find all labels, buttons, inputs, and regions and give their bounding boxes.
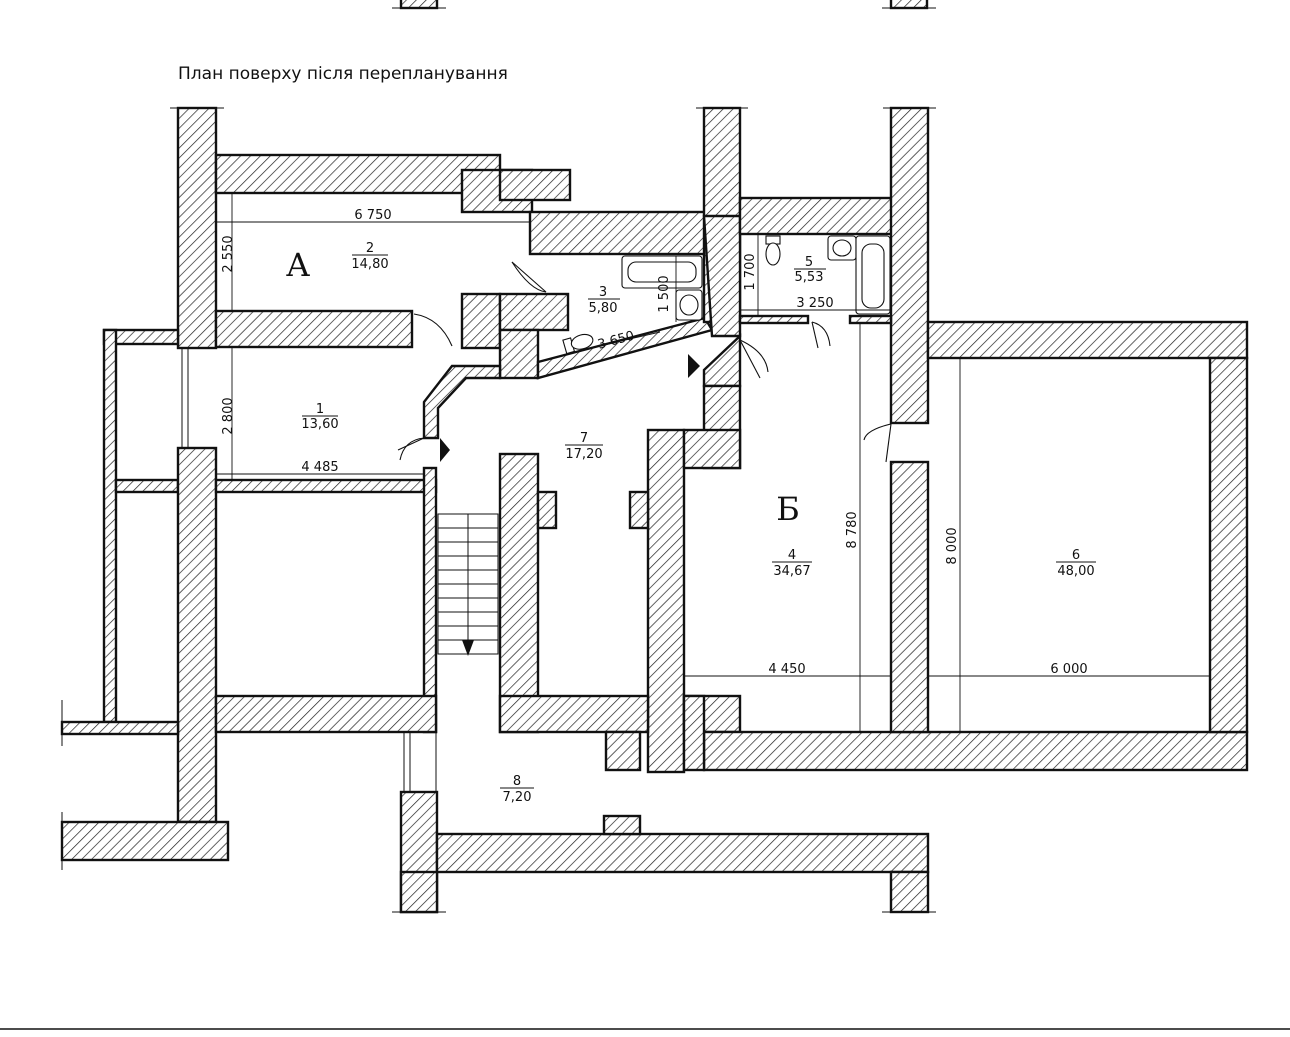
wall-room2-top bbox=[214, 153, 502, 195]
wall-room4-room6 bbox=[889, 460, 930, 734]
dim-8000: 8 000 bbox=[945, 527, 960, 564]
svg-text:13,60: 13,60 bbox=[301, 417, 338, 432]
staircase bbox=[437, 513, 499, 656]
door-room1 bbox=[399, 437, 425, 461]
wall-room6-top bbox=[926, 320, 1249, 360]
svg-text:7,20: 7,20 bbox=[503, 790, 532, 805]
dim-3250: 3 250 bbox=[796, 296, 833, 311]
wall-room1-bottom bbox=[214, 478, 438, 494]
svg-text:17,20: 17,20 bbox=[565, 447, 602, 462]
toilet-icon bbox=[562, 333, 594, 355]
wall-left-upper bbox=[176, 106, 218, 350]
room-label-1: 1 13,60 bbox=[301, 402, 338, 432]
svg-text:48,00: 48,00 bbox=[1057, 564, 1094, 579]
entrance-arrow-right-icon bbox=[688, 354, 700, 378]
svg-text:5,53: 5,53 bbox=[795, 270, 824, 285]
dim-6000: 6 000 bbox=[1050, 662, 1087, 677]
room-label-2: 2 14,80 bbox=[351, 241, 388, 272]
dim-2550: 2 550 bbox=[221, 235, 236, 272]
dim-2800: 2 800 bbox=[221, 397, 236, 434]
walls bbox=[60, 106, 1249, 914]
wall-room6-right bbox=[1208, 356, 1249, 734]
dim-8780: 8 780 bbox=[845, 511, 860, 548]
svg-text:34,67: 34,67 bbox=[773, 564, 810, 579]
dimension-labels: 6 750 2 550 2 800 4 485 1 500 3 650 1 70… bbox=[221, 208, 1088, 677]
dim-1700: 1 700 bbox=[743, 253, 758, 290]
door-room2 bbox=[511, 261, 547, 293]
svg-text:5: 5 bbox=[805, 255, 813, 270]
room-labels: 1 13,60 2 14,80 3 5,80 4 34,67 5 5,53 6 … bbox=[301, 241, 1096, 805]
dim-4485: 4 485 bbox=[301, 460, 338, 475]
dim-6750: 6 750 bbox=[354, 208, 391, 223]
zone-label-b: Б bbox=[776, 490, 800, 528]
svg-text:6: 6 bbox=[1072, 548, 1080, 563]
window-openings bbox=[181, 348, 437, 792]
wall-end-marks bbox=[61, 107, 936, 913]
door-corridor-right bbox=[739, 339, 769, 373]
room-label-5: 5 5,53 bbox=[794, 255, 826, 285]
svg-text:7: 7 bbox=[580, 431, 588, 446]
stair-down-arrow-icon bbox=[462, 640, 474, 656]
wall-room3-top bbox=[528, 210, 708, 256]
door-room6 bbox=[863, 423, 892, 441]
dim-4450: 4 450 bbox=[768, 662, 805, 677]
room-label-3: 3 5,80 bbox=[588, 285, 620, 316]
dimension-lines bbox=[216, 193, 1210, 732]
room-label-8: 8 7,20 bbox=[500, 774, 534, 805]
svg-text:14,80: 14,80 bbox=[351, 257, 388, 272]
room-label-7: 7 17,20 bbox=[565, 431, 603, 462]
dim-1500: 1 500 bbox=[657, 275, 672, 312]
door-room2-inner bbox=[413, 313, 453, 347]
room-label-6: 6 48,00 bbox=[1056, 548, 1096, 579]
zone-label-a: А bbox=[286, 246, 310, 284]
entrance-arrow-left-icon bbox=[440, 438, 450, 462]
wall-room8-bottom bbox=[435, 832, 930, 874]
wall-bottom-right bbox=[702, 730, 1249, 772]
svg-text:5,80: 5,80 bbox=[589, 301, 618, 316]
wall-right-upper bbox=[889, 106, 930, 425]
svg-text:1: 1 bbox=[316, 402, 324, 417]
svg-text:2: 2 bbox=[366, 241, 374, 256]
top-wall-stubs bbox=[392, 0, 936, 10]
room-label-4: 4 34,67 bbox=[772, 548, 812, 579]
wall-left-lower bbox=[176, 446, 218, 824]
sanitary-fixtures bbox=[562, 235, 891, 355]
svg-text:4: 4 bbox=[788, 548, 796, 563]
door-room5 bbox=[811, 321, 831, 347]
wall-room5-top bbox=[738, 196, 894, 236]
wall-room2-bottom bbox=[214, 309, 414, 349]
svg-text:3: 3 bbox=[599, 285, 607, 300]
doors bbox=[397, 261, 892, 463]
svg-text:8: 8 bbox=[513, 774, 521, 789]
plan-title: План поверху після перепланування bbox=[178, 64, 508, 84]
